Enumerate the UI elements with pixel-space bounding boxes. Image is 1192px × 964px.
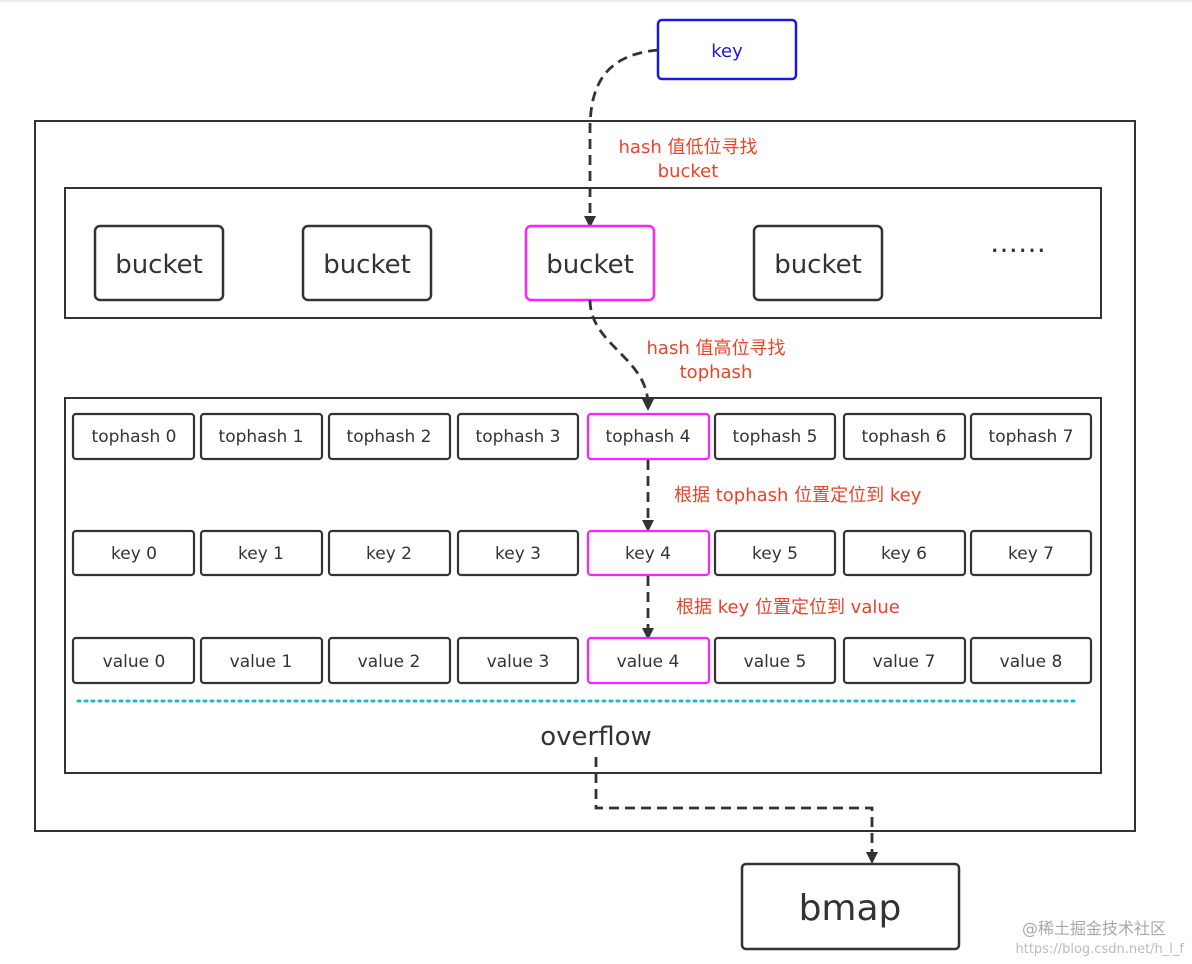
annotation-low-bits-line1: hash 值低位寻找 bbox=[619, 137, 758, 158]
annotation-low-bits-line2: bucket bbox=[658, 161, 719, 182]
tophash-cell: tophash 2 bbox=[327, 412, 452, 461]
key-cell-label: key 7 bbox=[1008, 544, 1054, 564]
key-node: key bbox=[656, 18, 798, 81]
value-cell: value 7 bbox=[842, 636, 967, 685]
value-cell: value 5 bbox=[713, 636, 837, 685]
value-cell-label: value 5 bbox=[744, 652, 807, 672]
bucket-1: bucket bbox=[301, 224, 433, 302]
value-cell: value 8 bbox=[969, 636, 1093, 685]
key-node-box bbox=[656, 18, 798, 81]
key-cell: key 3 bbox=[456, 529, 580, 577]
buckets-array-frame bbox=[64, 187, 1102, 319]
arrow-bucket-to-tophash bbox=[588, 299, 654, 411]
value-cell-label: value 2 bbox=[358, 652, 421, 672]
tophash-cell-label: tophash 2 bbox=[347, 427, 432, 447]
key-cell: key 0 bbox=[71, 529, 196, 577]
key-cell-label: key 0 bbox=[111, 544, 157, 564]
bucket-label: bucket bbox=[323, 250, 411, 280]
tophash-cell-label: tophash 0 bbox=[92, 427, 177, 447]
key-cell-label: key 2 bbox=[366, 544, 412, 564]
key-cell: key 1 bbox=[199, 529, 324, 577]
tophash-cell-label: tophash 4 bbox=[606, 427, 691, 447]
hmap-frame bbox=[34, 120, 1136, 832]
annotation-high-bits-line2: tophash bbox=[680, 362, 753, 383]
arrow-key-to-bucket bbox=[584, 48, 659, 228]
key-row: key 0 key 1 key 2 key 3 key 4 key 5 key … bbox=[71, 529, 1093, 577]
buckets-ellipsis: …… bbox=[990, 226, 1046, 259]
key-cell-label: key 5 bbox=[752, 544, 798, 564]
tophash-cell: tophash 6 bbox=[842, 412, 967, 461]
annotation-key-to-value: 根据 key 位置定位到 value bbox=[676, 597, 900, 618]
key-cell-label: key 3 bbox=[495, 544, 541, 564]
bucket-label: bucket bbox=[115, 250, 203, 280]
value-cell-label: value 7 bbox=[873, 652, 936, 672]
arrow-overflow-to-bmap bbox=[594, 757, 878, 864]
value-cell-label: value 0 bbox=[103, 652, 166, 672]
watermark-brand: @稀土掘金技术社区 bbox=[1022, 919, 1166, 938]
bmap-frame bbox=[64, 397, 1102, 774]
tophash-cell: tophash 3 bbox=[456, 412, 580, 461]
key-cell-label: key 1 bbox=[238, 544, 284, 564]
tophash-cell: tophash 7 bbox=[969, 412, 1093, 461]
tophash-row: tophash 0 tophash 1 tophash 2 tophash 3 … bbox=[71, 412, 1093, 461]
key-cell-highlighted: key 4 bbox=[586, 529, 711, 577]
value-row: value 0 value 1 value 2 value 3 value 4 … bbox=[71, 636, 1093, 685]
value-cell-label: value 8 bbox=[1000, 652, 1063, 672]
tophash-cell-label: tophash 7 bbox=[989, 427, 1074, 447]
value-cell: value 2 bbox=[327, 636, 452, 685]
key-cell-label: key 4 bbox=[625, 544, 671, 564]
tophash-cell-highlighted: tophash 4 bbox=[586, 412, 711, 461]
value-cell: value 3 bbox=[456, 636, 580, 685]
overflow-bmap-box bbox=[740, 862, 961, 951]
annotation-high-bits-line1: hash 值高位寻找 bbox=[647, 338, 786, 359]
key-cell: key 2 bbox=[327, 529, 452, 577]
value-cell-label: value 4 bbox=[617, 652, 680, 672]
value-cell-highlighted: value 4 bbox=[586, 636, 711, 685]
key-cell: key 7 bbox=[969, 529, 1093, 577]
bucket-3: bucket bbox=[752, 224, 884, 302]
key-cell: key 5 bbox=[713, 529, 837, 577]
overflow-bmap-label: bmap bbox=[799, 888, 902, 929]
tophash-cell-label: tophash 3 bbox=[476, 427, 561, 447]
value-cell: value 1 bbox=[199, 636, 324, 685]
watermark-url: https://blog.csdn.net/h_l_f bbox=[1016, 942, 1185, 957]
value-cell-label: value 1 bbox=[230, 652, 293, 672]
tophash-cell-label: tophash 1 bbox=[219, 427, 304, 447]
key-node-label: key bbox=[711, 41, 743, 62]
bucket-label: bucket bbox=[774, 250, 862, 280]
key-cell: key 6 bbox=[842, 529, 967, 577]
overflow-bmap-node: bmap bbox=[740, 862, 961, 951]
bucket-0: bucket bbox=[93, 224, 225, 302]
annotation-tophash-to-key: 根据 tophash 位置定位到 key bbox=[674, 485, 922, 506]
tophash-cell: tophash 0 bbox=[71, 412, 196, 461]
overflow-label: overflow bbox=[540, 722, 652, 752]
bucket-label: bucket bbox=[546, 250, 634, 280]
tophash-cell: tophash 1 bbox=[199, 412, 324, 461]
tophash-cell-label: tophash 6 bbox=[862, 427, 947, 447]
key-cell-label: key 6 bbox=[881, 544, 927, 564]
tophash-cell-label: tophash 5 bbox=[733, 427, 818, 447]
bucket-2-highlighted: bucket bbox=[524, 224, 656, 302]
value-cell: value 0 bbox=[71, 636, 196, 685]
tophash-cell: tophash 5 bbox=[713, 412, 837, 461]
value-cell-label: value 3 bbox=[487, 652, 550, 672]
